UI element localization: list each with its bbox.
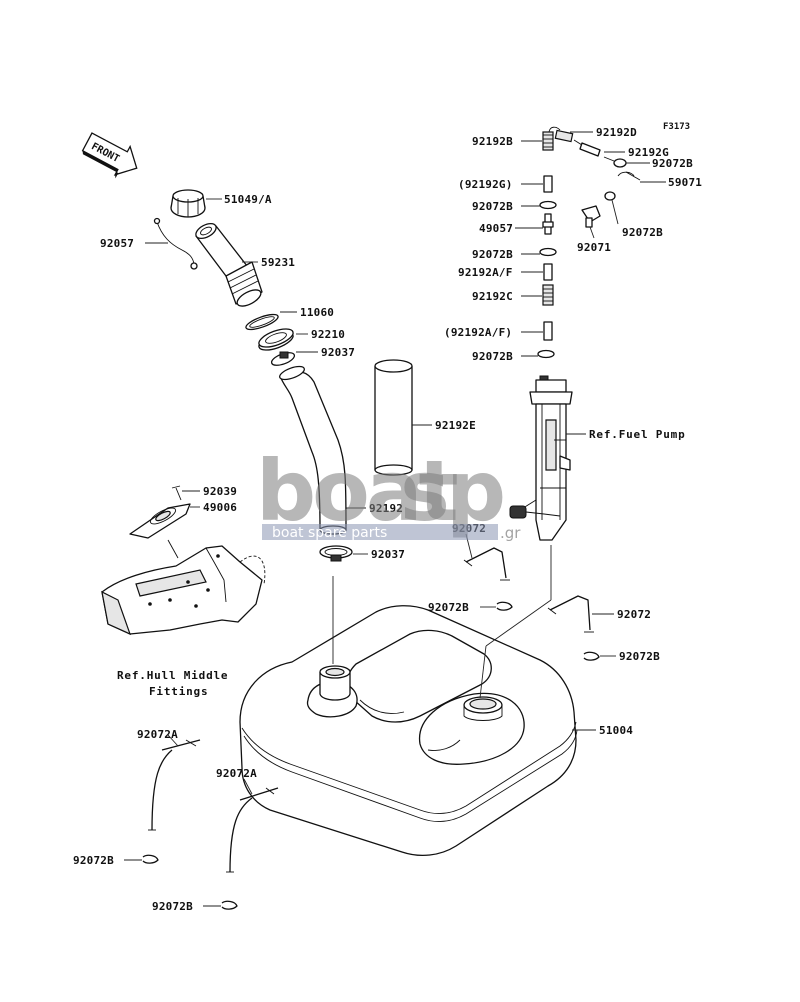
ref-hull-line2: Fittings bbox=[149, 685, 208, 698]
label-92072B-r2: 92072B bbox=[622, 226, 663, 239]
label-92192C: 92192C bbox=[472, 290, 513, 303]
label-92192B: 92192B bbox=[472, 135, 513, 148]
watermark-tagline: boat spare parts bbox=[272, 525, 387, 541]
front-arrow-icon: FRONT bbox=[81, 132, 138, 179]
label-51004: 51004 bbox=[599, 724, 633, 737]
label-92039: 92039 bbox=[203, 485, 237, 498]
label-11060: 11060 bbox=[300, 306, 334, 319]
label-92192AF-paren: (92192A/F) bbox=[444, 326, 512, 339]
label-92072A-b: 92072A bbox=[216, 767, 257, 780]
fuel-pump-assembly bbox=[509, 375, 573, 541]
ring-nut-92210 bbox=[258, 328, 294, 351]
band-92072-a bbox=[463, 547, 510, 581]
figure-code: F3173 bbox=[663, 122, 690, 132]
label-92192D: 92192D bbox=[596, 126, 637, 139]
clip-92072B-bl1 bbox=[142, 854, 159, 864]
filler-neck-59231 bbox=[195, 222, 263, 307]
label-92192G: 92192G bbox=[628, 146, 669, 159]
clip-92072B-mid bbox=[496, 601, 513, 611]
watermark-word-left: boat bbox=[256, 442, 458, 540]
label-92072B-bl2: 92072B bbox=[152, 900, 193, 913]
filter-92071 bbox=[581, 191, 616, 228]
watermark-bar bbox=[262, 524, 498, 540]
clip-92072B-right bbox=[583, 651, 600, 661]
watermark-logo: boat sp boat spare parts .gr bbox=[256, 442, 521, 542]
label-92210: 92210 bbox=[311, 328, 345, 341]
fuel-cap-51049 bbox=[170, 189, 206, 218]
o-ring-11060 bbox=[245, 313, 279, 331]
label-92072-b: 92072 bbox=[617, 608, 651, 621]
label-49057: 49057 bbox=[479, 222, 513, 235]
label-92037-bottom: 92037 bbox=[371, 548, 405, 561]
label-92071: 92071 bbox=[577, 241, 611, 254]
label-92072B-bl1: 92072B bbox=[73, 854, 114, 867]
label-92192AF: 92192A/F bbox=[458, 266, 513, 279]
watermark-word-right: sp bbox=[400, 442, 503, 540]
label-92057: 92057 bbox=[100, 237, 134, 250]
hose-clamp-92037-top bbox=[270, 351, 296, 366]
band-92072-b bbox=[547, 595, 594, 633]
hull-middle-fragment bbox=[101, 539, 266, 636]
label-92072B-r1: 92072B bbox=[652, 157, 693, 170]
label-92072B-l1: 92072B bbox=[472, 200, 513, 213]
label-92192: 92192 bbox=[369, 502, 403, 515]
fuel-tank-51004 bbox=[239, 605, 578, 857]
label-49006: 49006 bbox=[203, 501, 237, 514]
strap-92072A-b bbox=[226, 787, 279, 873]
label-92192G-paren: (92192G) bbox=[458, 178, 513, 191]
label-92072B-mid: 92072B bbox=[428, 601, 469, 614]
ref-hull-line1: Ref.Hull Middle bbox=[117, 669, 228, 682]
label-92072B-right: 92072B bbox=[619, 650, 660, 663]
vent-hose-92192E bbox=[374, 359, 413, 476]
fuel-line-stack bbox=[537, 126, 641, 359]
label-92037-top: 92037 bbox=[321, 346, 355, 359]
tether-strap-92057 bbox=[153, 217, 198, 270]
ref-fuel-pump: Ref.Fuel Pump bbox=[589, 428, 686, 441]
watermark-suffix: .gr bbox=[500, 524, 521, 542]
label-92072B-l3: 92072B bbox=[472, 350, 513, 363]
strap-92072A-a bbox=[148, 739, 201, 831]
label-92072B-l2: 92072B bbox=[472, 248, 513, 261]
label-59071: 59071 bbox=[668, 176, 702, 189]
label-92072A-a: 92072A bbox=[137, 728, 178, 741]
label-51049: 51049/A bbox=[224, 193, 272, 206]
label-92192E: 92192E bbox=[435, 419, 476, 432]
clip-92072B-bl2 bbox=[221, 900, 238, 910]
screw-92039 bbox=[171, 485, 182, 501]
label-59231: 59231 bbox=[261, 256, 295, 269]
fitting-49006 bbox=[129, 503, 191, 539]
hose-clamp-92037-bottom bbox=[319, 545, 353, 562]
